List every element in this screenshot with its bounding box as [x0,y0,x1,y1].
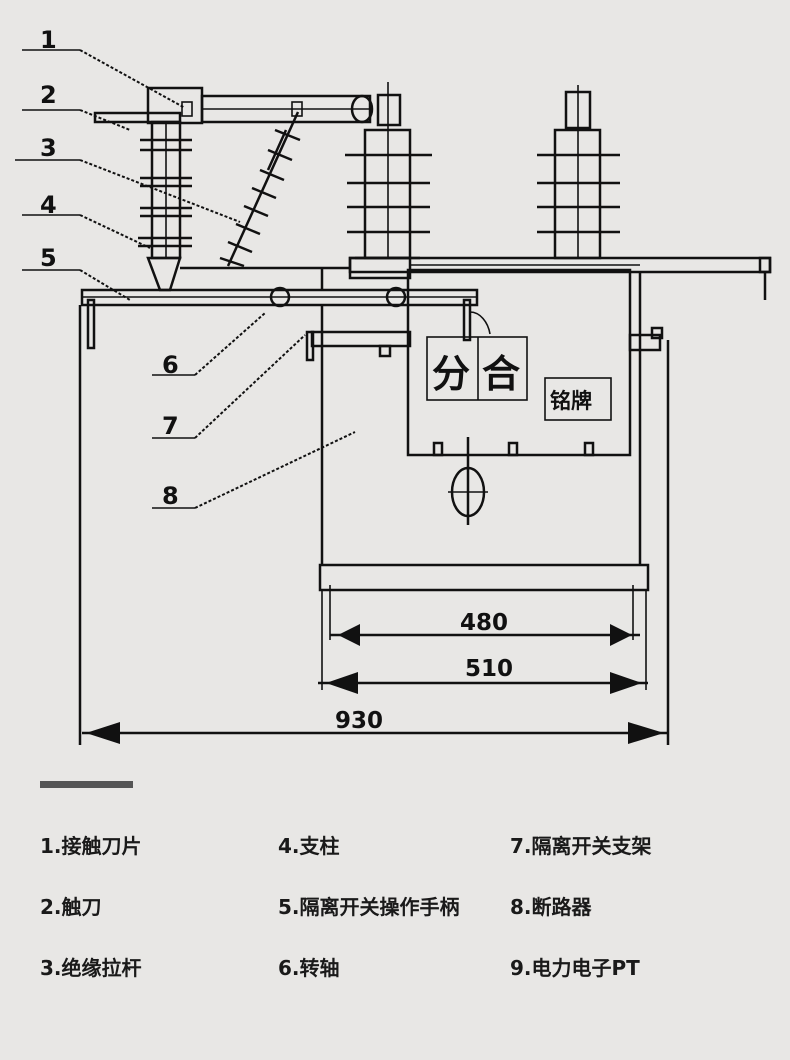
legend-item: 3.绝缘拉杆 [40,956,142,980]
contact-knife [93,111,182,124]
callout-5: 5 [22,244,131,301]
insulating-pull-rod [219,111,301,268]
legend-item: 2.触刀 [40,895,102,919]
circuit-breaker [78,268,670,745]
legend-item: 6.转轴 [278,956,340,980]
open-close-indicator: 分 合 [426,336,528,401]
svg-text:930: 930 [335,708,383,734]
section-divider [40,781,133,788]
nameplate: 铭牌 [544,377,612,421]
right-insulator [537,85,620,260]
middle-insulator [345,128,432,260]
dimension-480: 480 [329,585,640,646]
legend-item: 9.电力电子PT [510,956,640,980]
legend-item: 1.接触刀片 [40,834,142,858]
svg-text:8: 8 [162,482,179,510]
svg-text:分: 分 [432,352,470,396]
operating-handle [80,286,491,350]
svg-text:5: 5 [40,244,57,272]
callout-4: 4 [22,191,151,249]
svg-text:7: 7 [162,412,179,440]
dimension-510: 510 [318,590,648,694]
svg-text:6: 6 [162,351,179,379]
lifting-eye [448,437,488,525]
svg-text:铭牌: 铭牌 [550,389,592,413]
svg-text:480: 480 [460,610,508,636]
svg-text:510: 510 [465,656,513,682]
contact-blade [146,82,402,130]
callout-6: 6 [152,312,266,379]
switch-bracket [305,330,412,362]
legend-item: 4.支柱 [278,834,340,858]
legend-item: 7.隔离开关支架 [510,834,652,858]
callout-7: 7 [152,334,306,440]
left-post-insulator [138,120,192,292]
dimension-930: 930 [82,708,668,744]
callout-1: 1 [22,26,186,109]
callout-8: 8 [152,431,356,510]
svg-text:2: 2 [40,81,57,109]
svg-text:合: 合 [482,352,520,396]
legend-item: 5.隔离开关操作手柄 [278,895,460,919]
legend-item: 8.断路器 [510,895,592,919]
svg-text:3: 3 [40,134,57,162]
svg-text:4: 4 [40,191,57,219]
callout-3: 3 [15,134,241,223]
callout-2: 2 [22,81,131,131]
support-frame [180,256,772,300]
svg-text:1: 1 [40,26,57,54]
